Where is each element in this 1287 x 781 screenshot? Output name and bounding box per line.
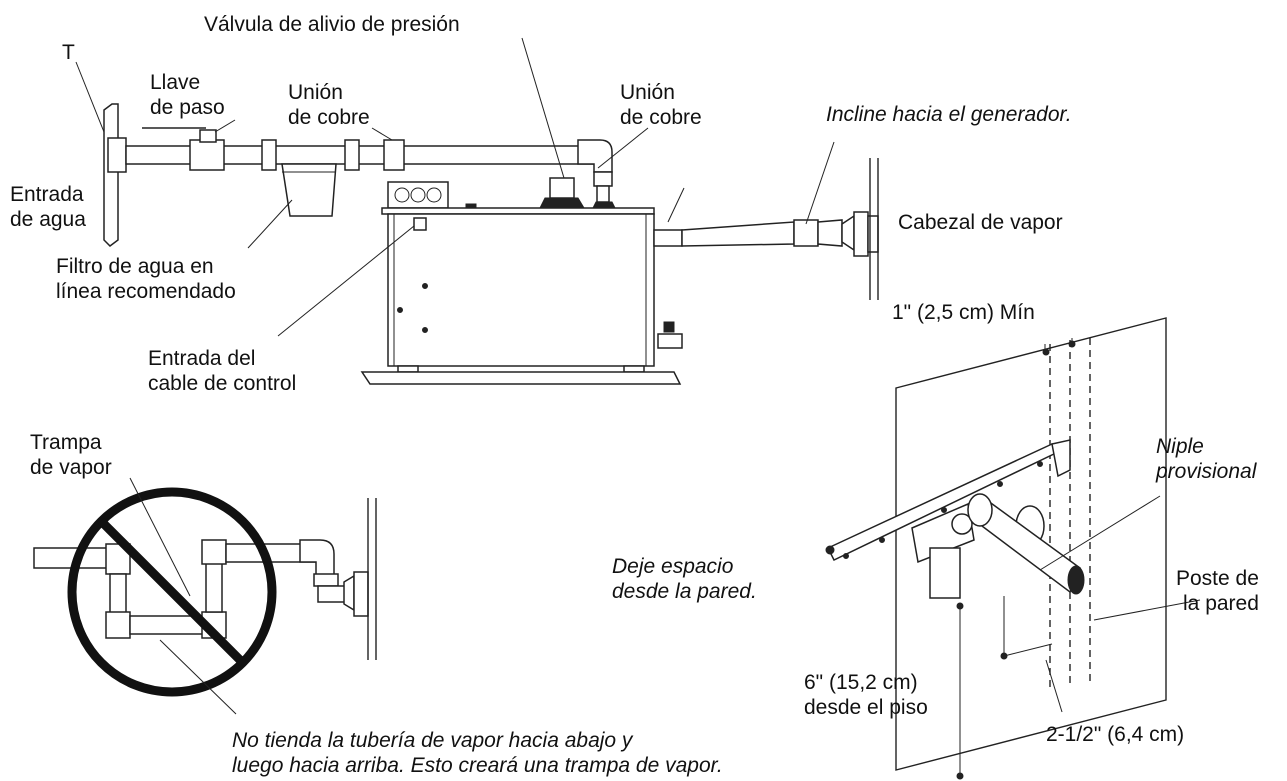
label-floor-height: 6" (15,2 cm) desde el piso — [804, 671, 928, 719]
label-steam-trap: Trampa de vapor — [30, 431, 112, 479]
label-nipple: Niple provisional — [1156, 435, 1257, 483]
prohibited-sign-icon — [67, 487, 277, 697]
label-stud-offset: 2-1/2" (6,4 cm) — [1046, 723, 1185, 746]
label-water-inlet: Entrada de agua — [10, 183, 86, 231]
supply-pipe — [125, 139, 613, 173]
steam-head-small-icon — [343, 498, 377, 660]
label-wall-space: Deje espacio desde la pared. — [612, 555, 757, 603]
label-copper-union-left: Unión de cobre — [288, 81, 370, 129]
label-steam-head: Cabezal de vapor — [898, 211, 1063, 234]
mounting-bracket — [825, 439, 1071, 561]
wall-panel — [895, 317, 1167, 771]
leader-lines-trap — [129, 477, 237, 715]
leader-lines-wall — [1039, 495, 1201, 713]
label-shutoff-valve: Llave de paso — [150, 71, 225, 119]
water-filter-icon — [281, 163, 337, 217]
label-tee: T — [62, 41, 75, 64]
steam-pipe — [653, 219, 843, 247]
label-water-filter: Filtro de agua en línea recomendado — [56, 255, 236, 303]
temporary-nipple — [967, 493, 1085, 595]
leader-lines-top — [75, 37, 835, 337]
relief-valve-fittings — [387, 171, 616, 210]
label-relief-valve: Válvula de alivio de presión — [204, 13, 460, 36]
label-min-clearance: 1" (2,5 cm) Mín — [892, 301, 1035, 324]
label-control-cable: Entrada del cable de control — [148, 347, 297, 395]
steam-generator-icon — [360, 207, 683, 385]
label-warning: No tienda la tubería de vapor hacia abaj… — [232, 729, 723, 777]
wall-stud — [1042, 338, 1091, 692]
label-copper-union-right: Unión de cobre — [620, 81, 702, 129]
label-wall-stud: Poste de la pared — [1176, 567, 1259, 615]
water-inlet-tee — [103, 103, 127, 247]
shutoff-valve-icon — [142, 127, 217, 143]
label-slope: Incline hacia el generador. — [826, 103, 1072, 126]
drop-ear-elbow — [911, 502, 975, 599]
dimension-lines — [956, 596, 1053, 780]
steam-head-icon — [841, 158, 879, 300]
